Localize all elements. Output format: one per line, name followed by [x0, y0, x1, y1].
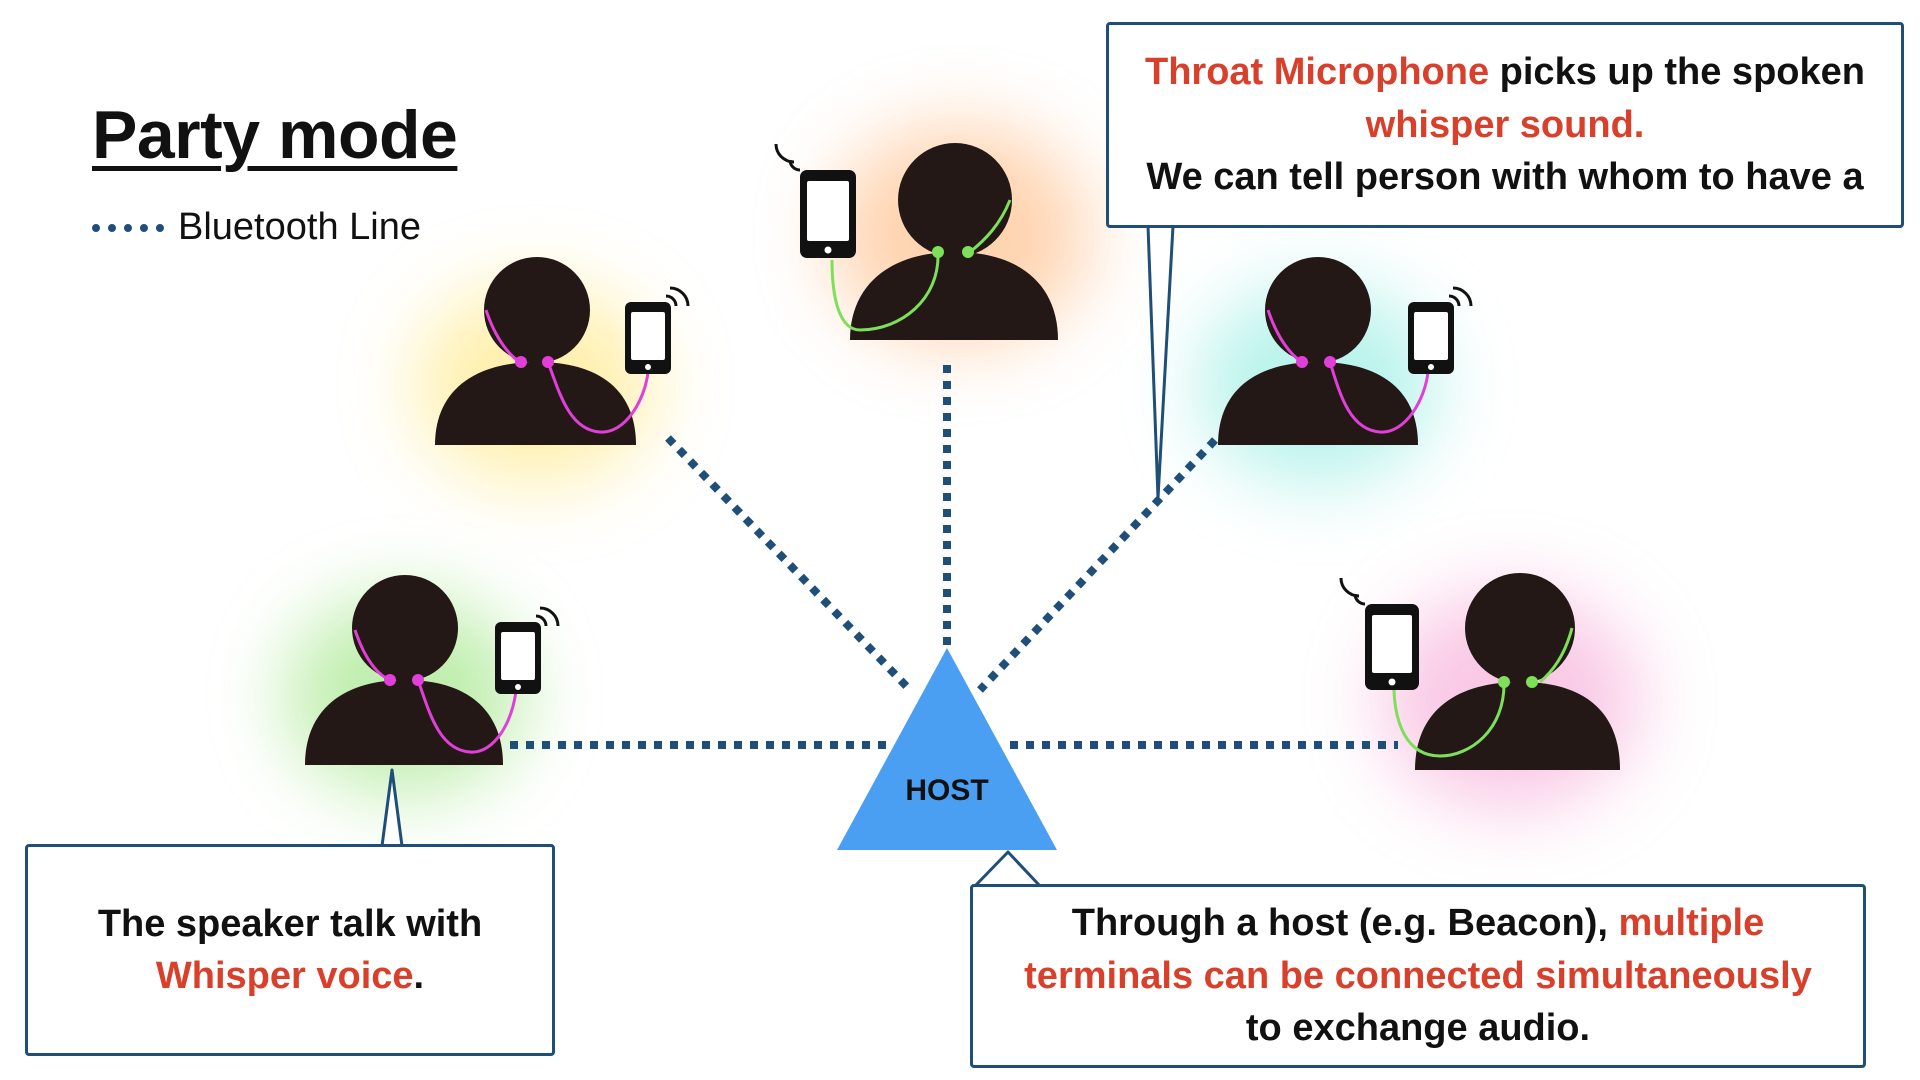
earbud [1324, 356, 1336, 368]
callout-right-text-3: to exchange audio. [1245, 1007, 1591, 1050]
phone-icon [495, 606, 560, 694]
earphone-cable [1392, 627, 1574, 758]
callout-pointers [380, 225, 1175, 888]
earbud [932, 246, 944, 258]
callout-right-highlight-2: terminals can be connected simultaneousl… [1024, 954, 1812, 997]
host-triangle [837, 648, 1057, 850]
earbud [384, 674, 396, 686]
earbud [1526, 676, 1538, 688]
callout-top-highlight-2: whisper sound. [1365, 103, 1645, 146]
callout-left-highlight: Whisper voice [155, 955, 414, 997]
person-yellow [435, 257, 690, 445]
earbud [542, 356, 554, 368]
phone-icon [774, 143, 856, 258]
phone-icon [625, 286, 690, 374]
callout-left-text-1: The speaker talk with [97, 902, 483, 945]
earbud [962, 246, 974, 258]
callout-pointer-top [1146, 225, 1175, 500]
bluetooth-line-cyan [977, 437, 1218, 693]
person-pink [1339, 573, 1620, 770]
person-body [305, 680, 503, 765]
callout-right-line-1: Through a host (e.g. Beacon), multiple [1072, 897, 1764, 949]
person-head [484, 257, 590, 363]
person-cyan [1218, 257, 1473, 445]
bluetooth-lines [510, 365, 1398, 749]
callout-right-highlight-1: multiple [1618, 902, 1765, 945]
person-orange [774, 143, 1058, 340]
phone-icon [1339, 577, 1419, 690]
person-green [305, 575, 560, 765]
person-head [1465, 573, 1575, 683]
earbud [412, 674, 424, 686]
callout-left-text-2: . [413, 955, 425, 997]
callout-right-text-1: Through a host (e.g. Beacon), [1071, 902, 1619, 945]
person-head [898, 143, 1012, 257]
callout-whisper-voice: The speaker talk with Whisper voice. [25, 844, 555, 1056]
phone-icon [1408, 286, 1473, 374]
bluetooth-line-yellow [665, 435, 913, 693]
earbud [515, 356, 527, 368]
page-title: Party mode [92, 97, 458, 173]
callout-host-connection: Through a host (e.g. Beacon), multiple t… [970, 884, 1866, 1068]
earbud [1296, 356, 1308, 368]
host-label: HOST [905, 774, 988, 807]
earbud [1498, 676, 1510, 688]
legend-line-swatch [92, 223, 164, 232]
callout-top-line-1: Throat Microphone picks up the spoken [1145, 46, 1865, 98]
person-body [435, 362, 636, 445]
callout-pointer-left [380, 768, 404, 847]
person-head [352, 575, 458, 681]
host-node: HOST [837, 648, 1057, 850]
callout-left-line-2: Whisper voice. [156, 950, 424, 1002]
callout-pointer-right [973, 850, 1042, 888]
person-body [1218, 362, 1418, 445]
callout-throat-microphone: Throat Microphone picks up the spoken wh… [1106, 22, 1904, 228]
person-head [1265, 257, 1371, 363]
legend-label: Bluetooth Line [178, 206, 421, 248]
legend: Bluetooth Line [92, 206, 421, 249]
earphone-cable [830, 199, 1012, 332]
callout-top-highlight-1: Throat Microphone [1145, 51, 1490, 94]
callout-top-text-1: picks up the spoken [1489, 51, 1865, 94]
callout-top-text-3: We can tell person with whom to have a [1146, 156, 1864, 199]
